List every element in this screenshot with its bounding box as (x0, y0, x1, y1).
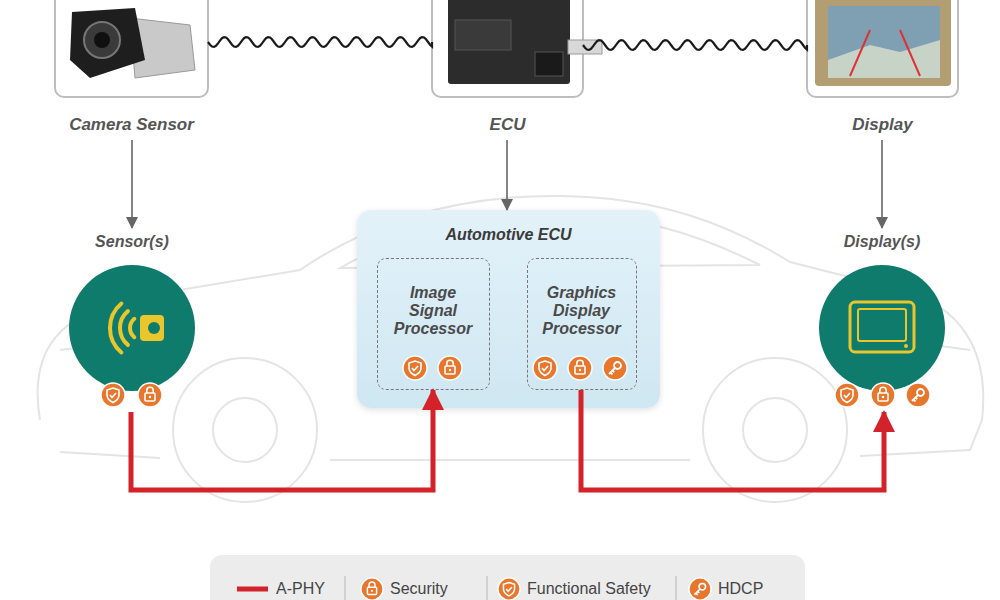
legend-divider (675, 576, 677, 600)
pointer-arrow (506, 140, 508, 210)
display-icon-dot (904, 344, 908, 348)
device-label: ECU (432, 115, 583, 135)
aphy-link (581, 390, 884, 490)
processor-label: Image Signal Processor (386, 284, 480, 338)
display-node: Display(s) (815, 228, 949, 412)
sensor-block (140, 315, 164, 341)
display-photo (815, 0, 951, 86)
car-wheel (703, 358, 847, 502)
security-badge (871, 383, 895, 407)
ecu-panel (455, 20, 511, 50)
car-hub (213, 398, 277, 462)
sensor-lens (148, 322, 160, 334)
security-badge (568, 356, 592, 380)
photo-frame-node: Camera Sensor (55, 0, 208, 140)
ecu-photo (448, 0, 602, 84)
display-bezel (815, 0, 951, 86)
camera-lens (84, 22, 120, 58)
node-circle (69, 265, 195, 391)
sensor-icon (110, 304, 134, 353)
aphy-link (131, 390, 433, 490)
signal-wave (120, 311, 128, 345)
camera-body (70, 8, 145, 78)
pointer-arrow (131, 140, 133, 228)
legend-hdcp-icon (689, 578, 711, 600)
processor-box: Image Signal Processor (377, 258, 490, 390)
ecu-box: Automotive ECU Image Signal Processor Grap… (357, 210, 660, 408)
signal-wave (110, 304, 121, 353)
signal-wave (130, 319, 134, 337)
guide-lines (850, 30, 920, 76)
sensor-node: Sensor(s) (65, 228, 199, 412)
hdcp-badge (603, 356, 627, 380)
camera-photo (70, 8, 195, 78)
device-label: Camera Sensor (55, 115, 208, 135)
node-label: Sensor(s) (65, 232, 199, 252)
legend-divider (344, 576, 346, 600)
car-body (38, 196, 984, 460)
car-wheel (173, 358, 317, 502)
car-hub (743, 398, 807, 462)
display-icon-frame (850, 302, 914, 352)
legend-label: Security (390, 579, 448, 599)
camera-glass (94, 32, 110, 48)
legend-label: A-PHY (276, 579, 325, 599)
cable-wire (583, 40, 807, 50)
display-circle (815, 228, 949, 412)
functional-safety-badge (403, 356, 427, 380)
legend-functional-safety-icon (498, 578, 520, 600)
node-circle (819, 265, 945, 391)
ecu-housing (448, 0, 570, 84)
node-label: Automotive ECU (357, 225, 660, 245)
node-label: Display(s) (815, 232, 949, 252)
cable-wire (208, 37, 432, 47)
legend-divider (486, 576, 488, 600)
processor-label: Graphics Display Processor (536, 284, 627, 338)
car-outline (38, 196, 984, 502)
ecu-port (535, 52, 563, 76)
photo-frame (807, 0, 958, 97)
pointer-arrow (881, 140, 883, 228)
legend-panel (210, 555, 805, 600)
display-icon-screen (858, 309, 906, 341)
processor-box: Graphics Display Processor (527, 258, 637, 390)
photo-frame (55, 0, 208, 97)
functional-safety-badge (835, 383, 859, 407)
security-badge (438, 356, 462, 380)
hdcp-badge (906, 383, 930, 407)
photo-frame-node: Display (807, 0, 958, 140)
legend-security-icon (361, 578, 383, 600)
legend-aphy-line (237, 587, 268, 592)
security-badge (138, 383, 162, 407)
photo-frame (432, 0, 583, 97)
display-screen (828, 6, 940, 78)
ecu-plug (568, 40, 602, 54)
photo-frame-node: ECU (432, 0, 583, 140)
device-label: Display (807, 115, 958, 135)
screen-scene (828, 40, 940, 78)
legend-label: Functional Safety (527, 579, 651, 599)
functional-safety-badge (533, 356, 557, 380)
functional-safety-badge (101, 383, 125, 407)
sensor-circle (65, 228, 199, 412)
legend-label: HDCP (718, 579, 763, 599)
